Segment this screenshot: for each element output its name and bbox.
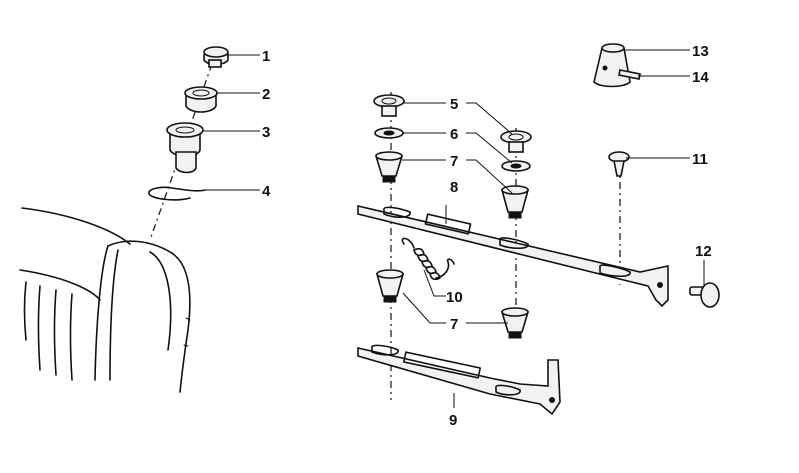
part-7-rubber-stop-upper-left [374, 151, 404, 183]
part-5-grommet-right [500, 130, 532, 153]
callout-7-upper: 7 [450, 153, 458, 170]
part-13-knob [593, 43, 631, 88]
part-9-lower-rail [357, 344, 561, 416]
part-6-washer-left [374, 127, 404, 139]
part-5-grommet-left [373, 94, 405, 117]
callout-12: 12 [695, 243, 712, 260]
callout-5: 5 [450, 96, 458, 113]
callout-10: 10 [446, 289, 463, 306]
part-12-rivet [689, 282, 720, 308]
callout-7-lower: 7 [450, 316, 458, 333]
axis-line-left [149, 63, 213, 241]
part-7-rubber-stop-lower-right [500, 307, 530, 339]
callout-labels: 1 2 3 4 5 6 7 7 8 9 10 11 12 13 14 [262, 43, 712, 429]
callout-11: 11 [692, 151, 708, 168]
callout-13: 13 [692, 43, 709, 60]
callout-1: 1 [262, 48, 270, 65]
callout-2: 2 [262, 86, 270, 103]
part-2-bushing [184, 86, 218, 113]
callout-8: 8 [450, 179, 458, 196]
part-7-rubber-stop-upper-right [500, 185, 530, 219]
part-3-sleeve [166, 122, 204, 174]
part-11-pin [608, 151, 630, 177]
callout-6: 6 [450, 126, 458, 143]
part-4-spring-clip [148, 186, 206, 201]
callout-3: 3 [262, 124, 270, 141]
callout-14: 14 [692, 69, 709, 86]
part-10-tension-spring [401, 237, 455, 281]
callout-4: 4 [262, 183, 271, 200]
part-7-rubber-stop-lower-left [375, 269, 405, 303]
callout-9: 9 [449, 412, 457, 429]
part-14-set-screw [618, 69, 641, 80]
leader-lines [203, 49, 705, 408]
part-6-washer-right [501, 160, 531, 172]
part-1-cap [203, 46, 229, 68]
seat-backrest [19, 207, 191, 393]
part-8-upper-rail [357, 204, 669, 308]
